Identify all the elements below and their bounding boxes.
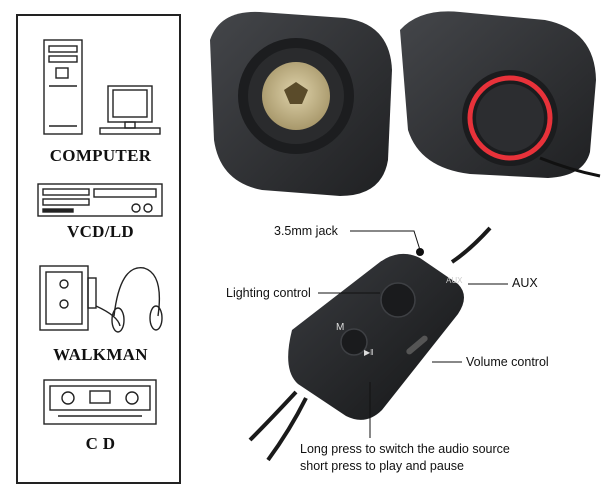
callout-lighting: Lighting control [226, 286, 311, 300]
volume-wheel[interactable] [405, 334, 429, 355]
right-speaker [400, 11, 601, 179]
lighting-button[interactable] [380, 282, 416, 318]
mode-glyph: M [336, 322, 345, 333]
walkman-icon [39, 265, 163, 333]
led-ring [467, 75, 553, 161]
device-label-walkman: WALKMAN [53, 345, 148, 364]
cassette-icon [43, 379, 157, 425]
device-icons [37, 39, 163, 425]
vcd-player-icon [37, 183, 163, 217]
callout-volume: Volume control [466, 355, 549, 369]
left-speaker [210, 11, 392, 196]
headphone-jack [416, 248, 424, 256]
computer-icon [43, 39, 161, 135]
aux-port-label: AUX [446, 276, 463, 285]
device-label-computer: COMPUTER [49, 146, 152, 165]
source-devices-panel: COMPUTER VCD/LD WALKMAN C D [16, 14, 181, 484]
callout-long-press: Long press to switch the audio source [300, 442, 510, 456]
callout-aux: AUX [512, 276, 538, 290]
play-pause-glyph: ▶‖ [364, 348, 374, 357]
callout-short-press: short press to play and pause [300, 459, 464, 473]
wired-controller [288, 248, 464, 420]
mode-play-button[interactable] [340, 328, 368, 356]
dragon-logo-icon [284, 82, 308, 104]
device-label-cd: C D [85, 434, 116, 453]
device-label-vcd: VCD/LD [67, 222, 134, 241]
callout-jack: 3.5mm jack [274, 224, 338, 238]
